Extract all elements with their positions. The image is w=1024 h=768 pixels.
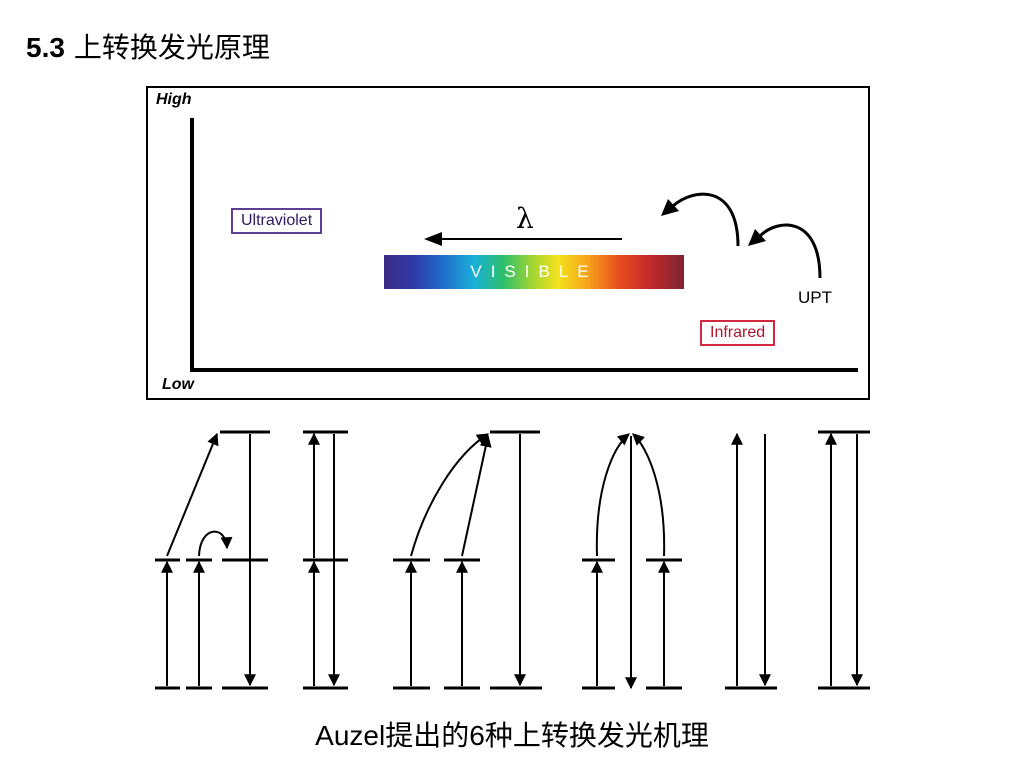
upconversion-arrow-upper	[661, 192, 740, 247]
caption-author: Auzel	[315, 720, 386, 751]
visible-spectrum-bar	[384, 255, 684, 289]
upconversion-arrow-lower	[748, 223, 822, 279]
baseline-axis	[190, 368, 858, 372]
section-number: 5.3	[26, 32, 65, 63]
mechanism-4	[582, 433, 682, 690]
mechanism-5	[725, 432, 777, 690]
energy-axis	[190, 118, 194, 370]
caption-text-2: 种上转换发光机理	[484, 719, 709, 752]
wavelength-arrow	[424, 232, 622, 246]
mechanism-2	[303, 430, 348, 690]
mechanism-3	[393, 430, 542, 690]
spectrum-arrows	[424, 192, 822, 279]
mechanism-1	[155, 430, 270, 690]
axis-high-label: High	[156, 91, 192, 108]
spectrum-figure: High Low Ultraviolet λ VISIBLE UPT Infra…	[146, 86, 870, 400]
caption-number: 6	[469, 720, 485, 751]
figure-caption: Auzel提出的6种上转换发光机理	[0, 716, 1024, 756]
caption-text-1: 提出的	[385, 719, 470, 752]
visible-label: VISIBLE	[470, 262, 598, 281]
ultraviolet-label: Ultraviolet	[231, 208, 323, 234]
infrared-label: Infrared	[700, 320, 776, 346]
upt-label: UPT	[798, 288, 832, 307]
wavelength-symbol: λ	[516, 202, 534, 235]
mechanism-6	[818, 430, 870, 690]
section-title: 上转换发光原理	[73, 31, 270, 64]
slide-title: 5.3 上转换发光原理	[26, 28, 270, 68]
axis-low-label: Low	[162, 376, 194, 393]
